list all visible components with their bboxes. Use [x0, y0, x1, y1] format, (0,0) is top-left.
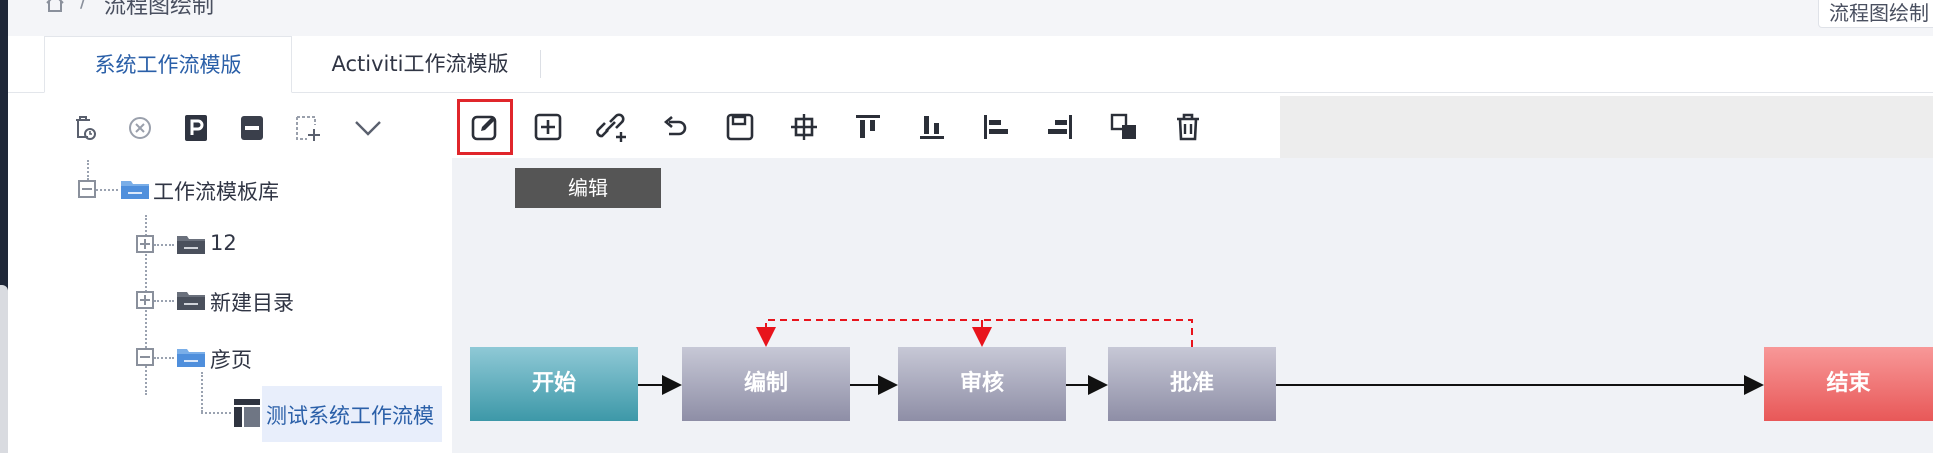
tree-toggle-expand[interactable]	[136, 235, 154, 253]
flow-node-edit[interactable]: 编制	[682, 347, 850, 421]
tree-item-label[interactable]: 新建目录	[210, 291, 294, 315]
tree-connector	[96, 189, 118, 191]
tree-toggle-collapse[interactable]	[136, 348, 154, 366]
left-edge-panel	[0, 285, 8, 453]
tree-connector	[154, 357, 174, 359]
align-left-icon[interactable]	[975, 106, 1017, 148]
folder-icon	[176, 289, 206, 311]
tab-divider	[540, 50, 541, 78]
folder-open-icon	[176, 346, 206, 368]
tab-bar: 系统工作流模版 Activiti工作流模版	[8, 36, 1933, 93]
tree-connector	[201, 372, 203, 412]
tree-item-selected[interactable]	[262, 386, 442, 442]
breadcrumb-current: 流程图绘制	[104, 0, 215, 19]
align-bottom-icon[interactable]	[911, 106, 953, 148]
tree-item-root[interactable]: 工作流模板库	[153, 180, 279, 204]
undo-icon[interactable]	[655, 106, 697, 148]
link-add-icon[interactable]	[591, 106, 633, 148]
breadcrumb-separator: /	[80, 0, 87, 12]
save-icon[interactable]	[234, 108, 270, 148]
tree-connector	[154, 300, 174, 302]
flow-node-approve[interactable]: 批准	[1108, 347, 1276, 421]
align-right-icon[interactable]	[1039, 106, 1081, 148]
close-circle-icon[interactable]	[122, 108, 158, 148]
chevron-down-icon[interactable]	[350, 108, 386, 148]
add-node-icon[interactable]	[290, 108, 326, 148]
tree-connector	[154, 244, 174, 246]
add-box-icon[interactable]	[527, 106, 569, 148]
trash-icon[interactable]	[1167, 106, 1209, 148]
workflow-template-icon	[234, 399, 260, 427]
flow-node-start[interactable]: 开始	[470, 347, 638, 421]
tooltip-edit: 编辑	[515, 168, 661, 208]
fit-center-icon[interactable]	[783, 106, 825, 148]
tree-toggle-expand[interactable]	[136, 291, 154, 309]
graph-toolbar	[452, 96, 1280, 158]
tree-item-label-selected[interactable]: 测试系统工作流模	[266, 404, 434, 428]
flow-node-review[interactable]: 审核	[898, 347, 1066, 421]
folder-open-icon	[120, 178, 150, 200]
tree-item-label[interactable]: 彦页	[210, 348, 252, 372]
top-search-input[interactable]: 流程图绘制	[1818, 0, 1933, 28]
align-top-icon[interactable]	[847, 106, 889, 148]
save-icon[interactable]	[719, 106, 761, 148]
tree-connector	[201, 412, 231, 414]
tab-system-workflow[interactable]: 系统工作流模版	[44, 36, 292, 93]
tree-toggle-collapse[interactable]	[78, 180, 96, 198]
tab-activiti-workflow[interactable]: Activiti工作流模版	[331, 52, 509, 76]
graph-toolbar-filler	[1280, 96, 1933, 158]
top-bar: / 流程图绘制 流程图绘制	[8, 0, 1933, 37]
delete-history-icon[interactable]	[66, 108, 102, 148]
folder-icon	[176, 233, 206, 255]
left-edge-strip	[0, 0, 8, 453]
flow-node-end[interactable]: 结束	[1764, 347, 1933, 421]
edit-icon[interactable]	[457, 99, 513, 155]
tree-item-label[interactable]: 12	[210, 231, 237, 255]
home-icon[interactable]	[44, 0, 66, 14]
resize-icon[interactable]	[1103, 106, 1145, 148]
publish-p-icon[interactable]	[178, 108, 214, 148]
tree-connector	[87, 160, 89, 180]
